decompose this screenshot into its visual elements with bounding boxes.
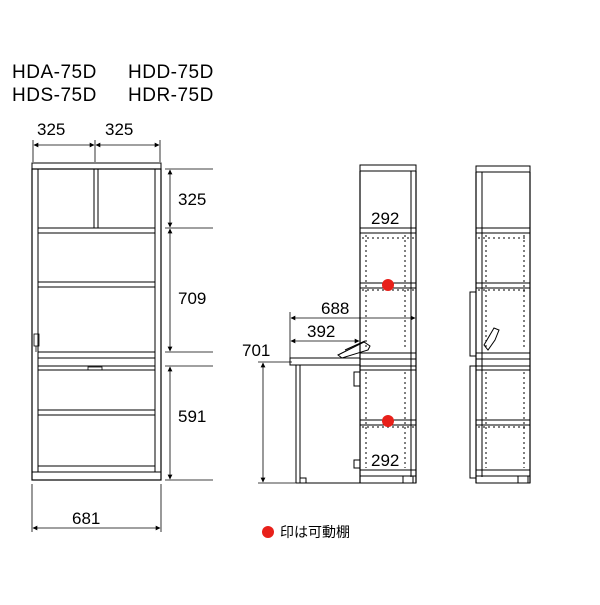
- dim-top-left-width: 325: [37, 120, 65, 139]
- model-names: HDA-75D HDD-75D HDS-75D HDR-75D: [12, 62, 214, 106]
- dim-shelf-depth: 392: [307, 322, 335, 341]
- model-name-hdr: HDR-75D: [128, 85, 214, 106]
- dim-upper-shelf-depth: 292: [371, 209, 399, 228]
- dim-top-right-width: 325: [105, 120, 133, 139]
- legend-marker-icon: [262, 526, 274, 538]
- model-name-hds: HDS-75D: [12, 85, 97, 106]
- side-view-closed: [469, 165, 531, 484]
- side-view: [258, 164, 417, 484]
- dim-lower-section-height: 591: [178, 407, 206, 426]
- front-view: [31, 140, 213, 532]
- dim-total-width: 681: [72, 509, 100, 528]
- dim-middle-section-height: 709: [178, 289, 206, 308]
- movable-shelf-marker-lower: [382, 415, 394, 427]
- model-name-hdd: HDD-75D: [128, 62, 214, 83]
- dim-top-section-height: 325: [178, 190, 206, 209]
- dim-total-depth: 688: [321, 299, 349, 318]
- model-name-hda: HDA-75D: [12, 62, 97, 83]
- dim-lower-shelf-depth: 292: [371, 451, 399, 470]
- movable-shelf-marker-upper: [382, 279, 394, 291]
- legend-label: 印は可動棚: [280, 524, 350, 540]
- legend: 印は可動棚: [262, 524, 350, 540]
- dim-counter-height: 701: [242, 341, 270, 360]
